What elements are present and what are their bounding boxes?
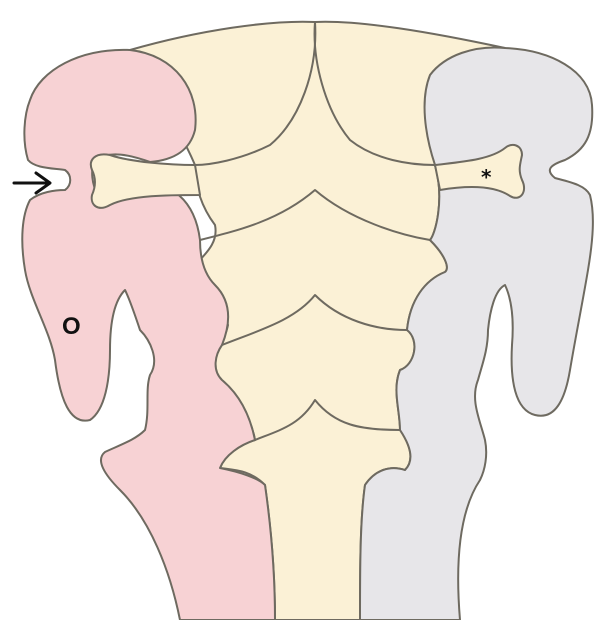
- star-marker: *: [481, 165, 492, 189]
- region-label-o: O: [62, 313, 81, 340]
- arrow-right-icon: [14, 173, 50, 193]
